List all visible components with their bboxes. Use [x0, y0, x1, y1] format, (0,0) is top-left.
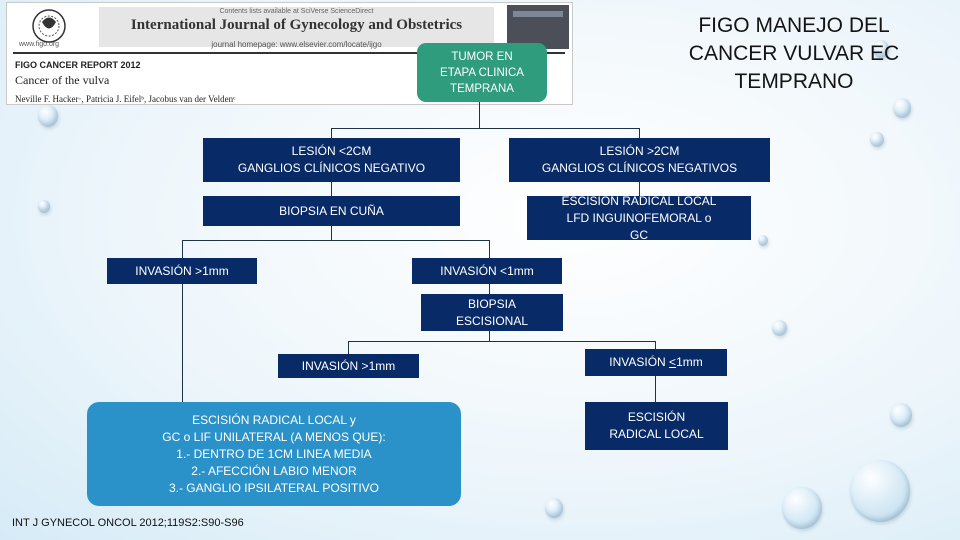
water-drop — [758, 235, 768, 246]
header-divider — [13, 52, 565, 54]
slide-title-line: FIGO MANEJO DEL — [698, 14, 890, 37]
box-text-line: INVASIÓN <1mm — [609, 354, 702, 371]
connector-line — [182, 240, 490, 241]
article-title: Cancer of the vulva — [15, 73, 110, 87]
connector-line — [639, 128, 640, 138]
connector-line — [655, 376, 656, 402]
box-text-line: ESCISIONAL — [455, 313, 529, 328]
box-text-line: BIOPSIA — [467, 296, 517, 311]
connector-line — [331, 128, 332, 138]
radical-excision-lfd-box: ESCISIÓN RADICAL LOCAL LFD INGUINOFEMORA… — [527, 193, 751, 242]
water-drop — [38, 200, 50, 213]
figo-logo — [32, 9, 66, 43]
box-text-line: TEMPRANA — [450, 82, 514, 95]
less-equal-symbol: < — [669, 355, 677, 369]
invasion-gt1mm-mid-box: INVASIÓN >1mm — [278, 354, 419, 378]
connector-line — [331, 226, 332, 240]
invasion-value: 1mm — [676, 355, 703, 369]
box-text-line: ESCISIÓN RADICAL LOCAL y — [192, 412, 356, 427]
water-drop — [850, 460, 910, 522]
box-text-line: ESCISIÓN RADICAL LOCAL — [561, 193, 717, 208]
radical-excision-gc-box: ESCISIÓN RADICAL LOCAL y GC o LIF UNILAT… — [87, 402, 461, 506]
wedge-biopsy-box: BIOPSIA EN CUÑA — [203, 196, 460, 226]
water-drop — [873, 40, 889, 58]
radical-local-excision-box: ESCISIÓN RADICAL LOCAL — [585, 402, 728, 450]
connector-line — [331, 128, 640, 129]
invasion-le1mm-box: INVASIÓN <1mm — [585, 349, 727, 376]
logo-url: www.figo.org — [19, 41, 60, 48]
connector-line — [489, 284, 490, 294]
water-drop — [38, 105, 58, 127]
invasion-gt1mm-top-box: INVASIÓN >1mm — [107, 258, 257, 284]
box-text-line: ETAPA CLINICA — [440, 66, 524, 79]
slide-title: FIGO MANEJO DEL CANCER VULVAR EC TEMPRAN… — [644, 12, 944, 96]
connector-line — [489, 331, 490, 341]
water-drop — [772, 320, 787, 336]
journal-homepage-text: journal homepage: www.elsevier.com/locat… — [211, 40, 382, 49]
box-text-line: INVASIÓN >1mm — [135, 263, 229, 278]
journal-title: International Journal of Gynecology and … — [130, 17, 463, 33]
box-text-line: RADICAL LOCAL — [609, 427, 704, 441]
box-text-line: 2.- AFECCIÓN LABIO MENOR — [191, 463, 357, 478]
box-text-line: 3.- GANGLIO IPSILATERAL POSITIVO — [168, 480, 380, 495]
water-drop — [782, 487, 822, 529]
lesion-small-box: LESIÓN <2CM GANGLIOS CLÍNICOS NEGATIVO — [203, 138, 460, 182]
box-text-line: INVASIÓN <1mm — [440, 263, 534, 278]
invasion-lt1mm-top-box: INVASIÓN <1mm — [412, 258, 562, 284]
water-drop — [545, 498, 563, 518]
article-authors: Neville F. Hacker·, Patricia J. Eifelᵇ, … — [15, 94, 236, 104]
connector-line — [182, 240, 183, 258]
box-text-line: GC o LIF UNILATERAL (A MENOS QUE): — [162, 429, 386, 444]
box-text-line: INVASIÓN >1mm — [301, 358, 396, 373]
journal-cover-thumbnail — [507, 5, 569, 49]
water-drop — [870, 132, 884, 147]
invasion-text: INVASIÓN — [609, 355, 670, 369]
connector-line — [655, 341, 656, 349]
slide-title-line: CANCER VULVAR EC — [688, 42, 900, 65]
slide-title-line: TEMPRANO — [734, 70, 854, 93]
lesion-large-box: LESIÓN >2CM GANGLIOS CLÍNICOS NEGATIVOS — [509, 138, 770, 182]
connector-line — [331, 182, 332, 196]
box-text-line: LESIÓN >2CM — [599, 144, 680, 158]
box-text-line: 1.- DENTRO DE 1CM LINEA MEDIA — [176, 446, 372, 461]
box-text-line: GANGLIOS CLÍNICOS NEGATIVO — [237, 161, 426, 175]
water-drop — [893, 98, 911, 118]
contents-available-text: Contents lists available at SciVerse Sci… — [219, 8, 374, 15]
box-text-line: LFD INGUINOFEMORAL o — [566, 210, 712, 225]
connector-line — [639, 182, 640, 196]
box-text-line: BIOPSIA EN CUÑA — [279, 203, 384, 218]
connector-line — [348, 341, 656, 342]
connector-line — [182, 284, 183, 402]
excisional-biopsy-box: BIOPSIA ESCISIONAL — [421, 294, 563, 331]
connector-line — [348, 341, 349, 354]
tumor-stage-box: TUMOR EN ETAPA CLINICA TEMPRANA — [417, 43, 547, 102]
connector-line — [479, 102, 480, 128]
reference-citation: INT J GYNECOL ONCOL 2012;119S2:S90-S96 — [12, 517, 244, 529]
box-text-line: TUMOR EN — [451, 50, 513, 63]
connector-line — [489, 240, 490, 258]
box-text-line: ESCISIÓN — [627, 410, 686, 424]
box-text-line: GC — [630, 227, 648, 242]
box-text-line: GANGLIOS CLÍNICOS NEGATIVOS — [541, 161, 738, 175]
box-text-line: LESIÓN <2CM — [291, 144, 372, 158]
journal-title-band: Contents lists available at SciVerse Sci… — [99, 7, 494, 47]
report-label: FIGO CANCER REPORT 2012 — [15, 60, 141, 70]
water-drop — [890, 403, 912, 427]
